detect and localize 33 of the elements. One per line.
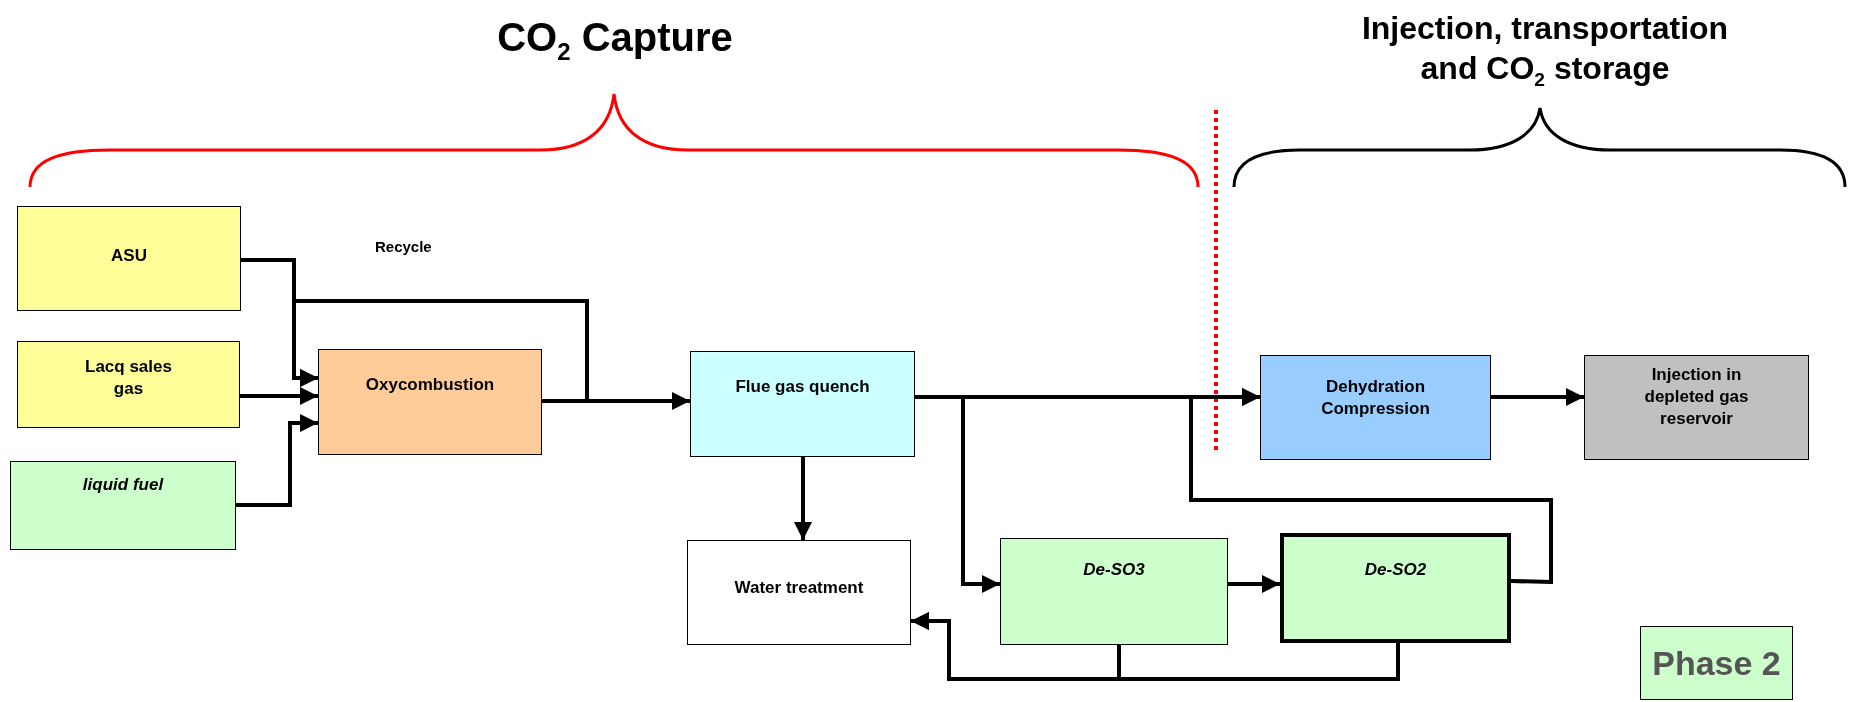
flow-arrow [236,414,318,507]
node-label: liquid fuel [82,474,164,496]
recycle-label: Recycle [375,238,432,255]
flow-arrow [1228,575,1280,593]
process-box [318,349,542,455]
node-label: Oxycombustion [365,374,495,396]
process-box [10,461,236,550]
node-label: Injection in depleted gas reservoir [1643,364,1750,431]
section-heading: CO$_{2}$ Capture [496,14,734,67]
node-label: De-SO3 [1083,559,1145,581]
flow-arrow [1491,388,1584,406]
flow-arrow [240,387,318,405]
flow-arrow [915,395,1000,593]
process-box [1260,355,1491,460]
phase-box [1640,626,1793,700]
node-label: Water treatment [734,577,864,599]
process-box [1584,355,1809,460]
process-box [17,206,241,311]
node-label: ASU [111,245,147,267]
node-label: De-SO2 [1364,559,1427,581]
section-heading: Injection, transportation and CO$_{2}$ storage [1360,9,1730,93]
process-box [690,351,915,457]
node-label: Flue gas quench [735,376,870,398]
flow-arrow [1189,388,1553,585]
flow-arrow [292,299,589,403]
node-label: Dehydration Compression [1320,376,1431,421]
node-label: Phase 2 [1652,643,1781,684]
process-box [17,341,240,428]
flow-arrow [794,457,812,540]
process-box [1000,538,1228,645]
process-box [687,540,911,645]
node-label: Lacq sales gas [84,356,173,401]
process-box [1280,533,1511,643]
